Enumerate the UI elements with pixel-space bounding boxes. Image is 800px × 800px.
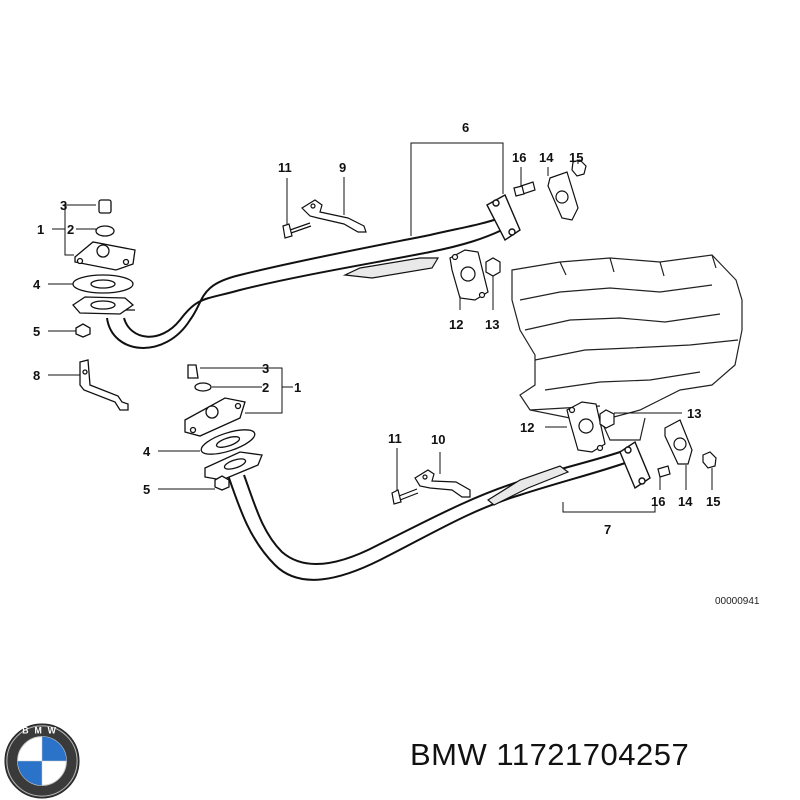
callout-16-upper: 16 [512, 150, 526, 165]
callout-1-upper: 1 [37, 222, 44, 237]
engine-block-illustration [511, 254, 743, 441]
bracket-item-8 [79, 359, 129, 411]
callout-7: 7 [604, 522, 611, 537]
callout-13-lower: 13 [687, 406, 701, 421]
flange-stack-lower [184, 364, 263, 491]
exhaust-pipe-upper [97, 217, 503, 349]
callout-4-lower: 4 [143, 444, 151, 459]
callout-9: 9 [339, 160, 346, 175]
callout-3-upper: 3 [60, 198, 67, 213]
hardware-lower-right [566, 401, 717, 478]
callout-labels: 3 1 2 4 5 8 3 2 1 4 5 11 9 6 16 14 15 12… [33, 120, 760, 607]
callout-15-upper: 15 [569, 150, 583, 165]
callout-4-upper: 4 [33, 277, 41, 292]
logo-letters: BMW [22, 726, 61, 736]
callout-14-upper: 14 [539, 150, 554, 165]
bracket-item-9 [301, 199, 367, 233]
flange-stack-upper [72, 199, 136, 338]
part-caption: BMW 11721704257 [410, 737, 689, 773]
callout-14-lower: 14 [678, 494, 693, 509]
callout-11-upper: 11 [278, 160, 292, 175]
callout-2-lower: 2 [262, 380, 269, 395]
callout-16-lower: 16 [651, 494, 665, 509]
callout-5-upper: 5 [33, 324, 40, 339]
flange-lower-manifold [619, 440, 651, 490]
callout-11-lower: 11 [388, 431, 402, 446]
callout-8: 8 [33, 368, 40, 383]
callout-10: 10 [431, 432, 445, 447]
callout-6: 6 [462, 120, 469, 135]
callout-15-lower: 15 [706, 494, 720, 509]
flange-upper-manifold [486, 194, 521, 242]
callout-13-upper: 13 [485, 317, 499, 332]
bolt-item-11-upper [282, 222, 312, 239]
bolt-item-11-lower [391, 488, 419, 505]
brand-name: BMW [410, 737, 488, 772]
callout-1-lower: 1 [294, 380, 301, 395]
diagram-reference-code: 00000941 [715, 596, 760, 607]
callout-2-upper: 2 [67, 222, 74, 237]
bmw-roundel-icon: BMW [4, 723, 80, 799]
callout-12-lower: 12 [520, 420, 534, 435]
bracket-item-10 [414, 469, 471, 498]
hardware-upper-right [449, 159, 587, 301]
callout-3-lower: 3 [262, 361, 269, 376]
callout-12-upper: 12 [449, 317, 463, 332]
exhaust-pipe-lower [227, 449, 629, 581]
leader-lines [48, 142, 713, 513]
callout-5-lower: 5 [143, 482, 150, 497]
part-number: 11721704257 [496, 737, 690, 772]
